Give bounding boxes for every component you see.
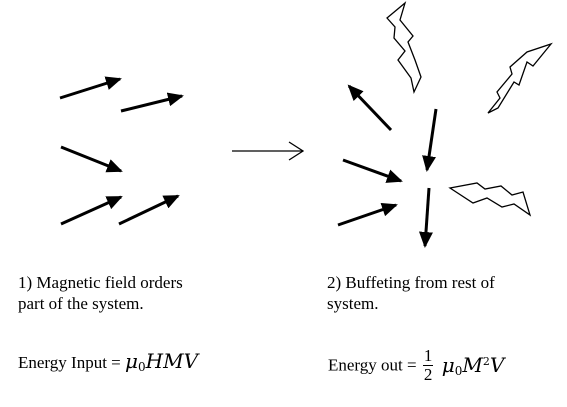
caption-step-1-line-1: 1) Magnetic field orders: [18, 273, 183, 292]
mu-symbol: μ: [125, 349, 139, 373]
moment-arrow: [418, 187, 433, 248]
energy-out-label: Energy out =: [328, 355, 417, 375]
energy-input-label: Energy Input =: [18, 353, 121, 372]
volume-symbol: V: [489, 353, 505, 377]
one-half-fraction: 1 2: [422, 346, 434, 384]
moment-arrow: [342, 158, 403, 183]
energy-out-equation: Energy out = 1 2 μ0M2V: [328, 347, 504, 384]
energy-input-equation: Energy Input = μ0HMV: [18, 349, 198, 374]
disordered-moment-arrows: [337, 84, 438, 248]
energy-input-expression: μ0HMV: [125, 349, 199, 374]
mu-subscript: 0: [138, 360, 146, 374]
energy-out-expression: μ0M2V: [435, 353, 505, 378]
ordering-diagram: [59, 1, 553, 248]
lightning-bolt-icon: [448, 182, 532, 217]
lightning-bolt-icon: [386, 1, 422, 95]
magnetization-symbol: M: [462, 353, 483, 377]
fraction-denominator: 2: [423, 365, 433, 384]
moment-arrow: [118, 194, 180, 226]
ordered-moment-arrows: [59, 76, 184, 226]
moment-arrow: [120, 92, 184, 113]
caption-step-1-line-2: part of the system.: [18, 294, 144, 313]
moment-arrow: [337, 202, 398, 227]
mu-symbol: μ: [441, 353, 455, 377]
caption-step-1: 1) Magnetic field orders part of the sys…: [18, 272, 183, 314]
moment-arrow: [60, 195, 123, 226]
moment-arrow: [60, 145, 123, 173]
moment-arrow: [422, 108, 438, 172]
mu-subscript: 0: [454, 364, 463, 378]
caption-step-2-line-1: 2) Buffeting from rest of: [327, 273, 495, 292]
moment-arrow: [59, 76, 122, 100]
lightning-bolts: [386, 1, 553, 217]
caption-step-2: 2) Buffeting from rest of system.: [327, 272, 495, 314]
fraction-numerator: 1: [422, 346, 434, 366]
lightning-bolt-icon: [487, 42, 553, 114]
squared-superscript: 2: [482, 355, 490, 368]
energy-input-variables: HMV: [145, 349, 199, 373]
moment-arrow: [347, 84, 393, 132]
caption-step-2-line-2: system.: [327, 294, 379, 313]
